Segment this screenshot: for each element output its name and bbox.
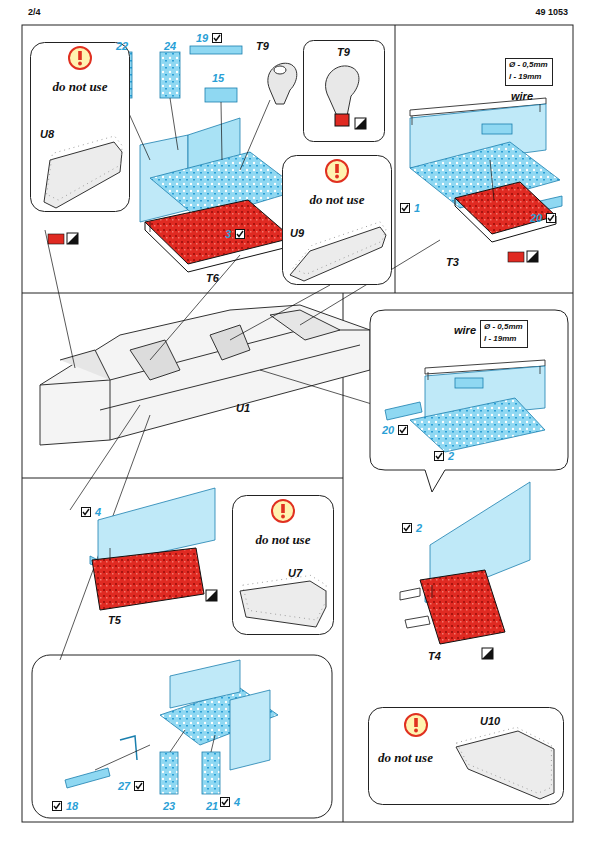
callout-number: 24 (164, 40, 176, 52)
callout-number: 23 (163, 800, 175, 812)
check-icon (400, 203, 410, 213)
callout-number: 27 (118, 780, 130, 792)
wire-dimension: l - 19mm (509, 73, 541, 82)
part-name: U10 (480, 715, 500, 727)
node-outline (30, 42, 130, 212)
part-name: U9 (290, 227, 304, 239)
callout-number: 19 (196, 32, 208, 44)
part-name: T4 (428, 650, 441, 662)
sheet-header: 2/4 (28, 8, 41, 18)
warning-box: do not use U10 (368, 707, 564, 805)
node-outline (282, 155, 392, 285)
detail-inset: T9 (303, 40, 385, 142)
check-icon (398, 425, 408, 435)
check-icon (546, 213, 556, 223)
part-name: T6 (206, 272, 219, 284)
callout-number: 2 (416, 522, 422, 534)
wire-spec-box: Ø - 0,5mm l - 19mm wire (440, 320, 550, 360)
warning-text: do not use (53, 80, 108, 94)
part-name: U8 (40, 128, 54, 140)
check-icon (402, 523, 412, 533)
callout-number: 4 (234, 796, 240, 808)
warning-box: do not useU9 (282, 155, 392, 285)
part-name: T5 (108, 614, 121, 626)
warning-text: do not use (378, 751, 433, 765)
warning-box: do not useU8 (30, 42, 130, 212)
part-name: U7 (288, 567, 302, 579)
warning-text: do not use (310, 193, 365, 207)
wire-dimension: l - 19mm (484, 335, 516, 344)
callout-number: 4 (95, 506, 101, 518)
node-outline (232, 495, 334, 635)
check-icon (212, 33, 222, 43)
wire-spec-box: Ø - 0,5mm l - 19mm wire (505, 58, 571, 106)
callout-number: 15 (212, 72, 224, 84)
callout-number: 21 (206, 800, 218, 812)
wire-label: wire (454, 324, 476, 336)
callout-number: 22 (116, 40, 128, 52)
part-name: T3 (446, 256, 459, 268)
wire-dimension: Ø - 0,5mm (484, 323, 523, 332)
callout-number: 2 (448, 450, 454, 462)
part-name: T9 (256, 40, 269, 52)
check-icon (81, 507, 91, 517)
callout-number: 18 (66, 800, 78, 812)
wire-dimension: Ø - 0,5mm (509, 61, 548, 70)
check-icon (134, 781, 144, 791)
check-icon (220, 797, 230, 807)
warning-box: do not useU7 (232, 495, 334, 635)
part-name: U1 (236, 402, 250, 414)
callout-number: 20 (382, 424, 394, 436)
part-name: T9 (337, 46, 350, 58)
wire-label: wire (511, 90, 533, 102)
check-icon (52, 801, 62, 811)
callout-number: 20 (530, 212, 542, 224)
sheet-header: 49 1053 (535, 8, 568, 18)
check-icon (235, 229, 245, 239)
check-icon (434, 451, 444, 461)
warning-text: do not use (256, 533, 311, 547)
callout-number: 3 (225, 228, 231, 240)
callout-number: 1 (414, 202, 420, 214)
